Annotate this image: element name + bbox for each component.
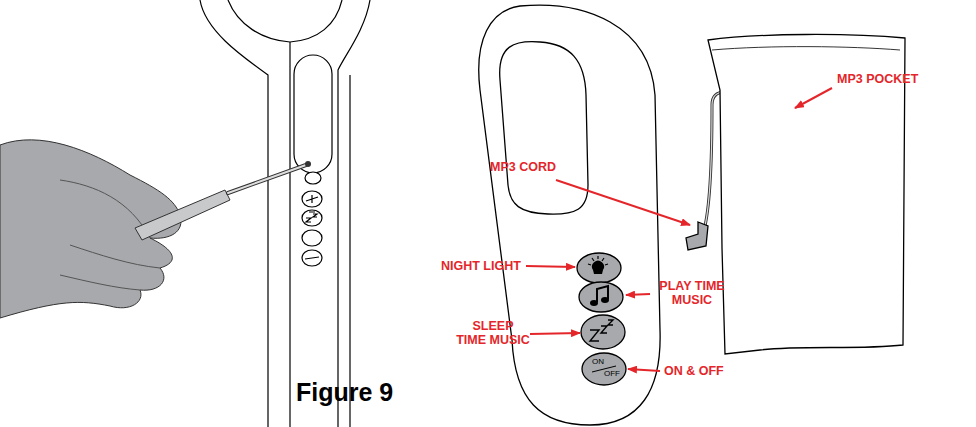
device-handle <box>479 5 905 425</box>
button-label: NIGHT LIGHT <box>441 259 521 273</box>
part-label: MP3 POCKET <box>837 72 918 86</box>
hand-screwdriver <box>0 140 311 318</box>
handle-outline <box>200 0 370 427</box>
figure-caption: Figure 9 <box>296 378 393 407</box>
button-label: PLAY TIME MUSIC <box>655 279 729 307</box>
leader-arrows <box>526 88 832 371</box>
button-label: SLEEP TIME MUSIC <box>456 319 530 347</box>
button-text: OFF <box>604 370 620 378</box>
button-text: ON <box>592 358 604 366</box>
button-label: ON & OFF <box>664 364 724 378</box>
part-label: MP3 CORD <box>490 160 556 174</box>
